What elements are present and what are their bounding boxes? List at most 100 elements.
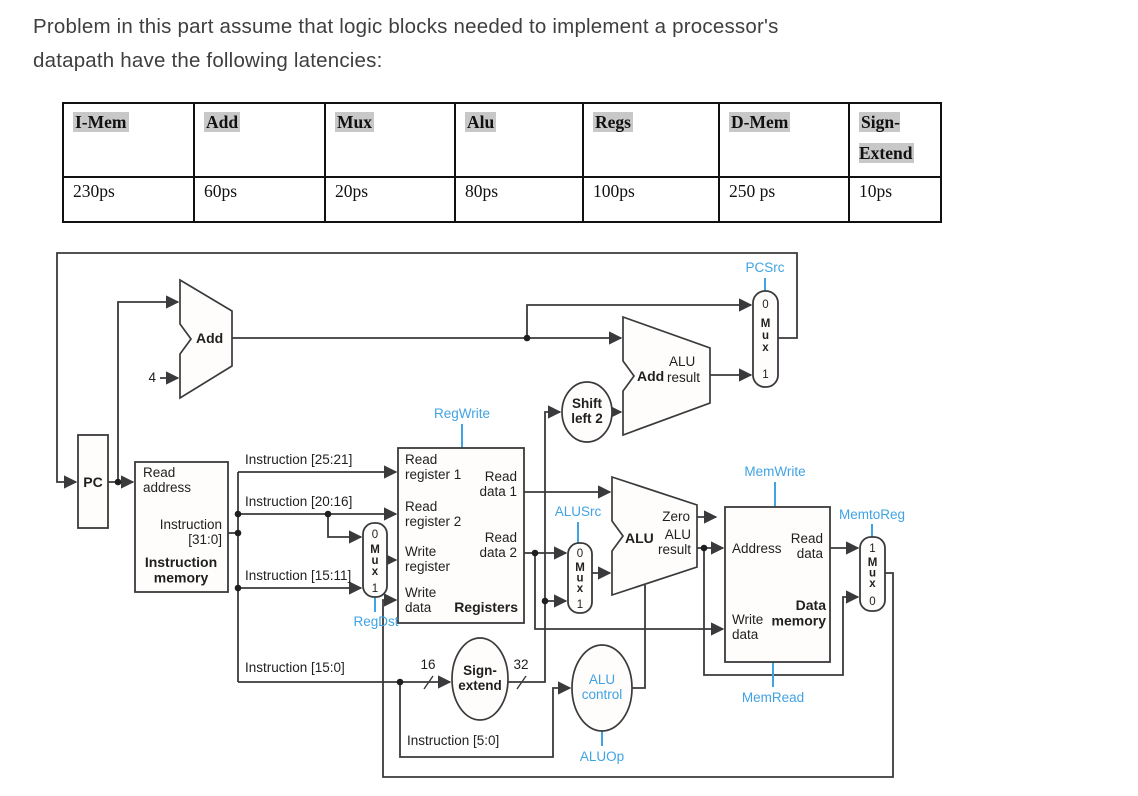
regdst-mux-top: 0 bbox=[372, 529, 378, 541]
alusrc-mux-bottom: 1 bbox=[577, 599, 583, 611]
pcsrc-mux-top: 0 bbox=[762, 299, 768, 311]
branch-add-adder bbox=[622, 315, 711, 437]
instr-15-11-label: Instruction [15:11] bbox=[245, 568, 351, 583]
aluop-signal-label: ALUOp bbox=[580, 749, 624, 764]
junction-dot bbox=[234, 529, 242, 537]
branch-add-label: Add bbox=[637, 368, 664, 384]
instr-25-21-label: Instruction [25:21] bbox=[245, 452, 352, 467]
header-cell-add: Add bbox=[193, 102, 326, 178]
junction-dot bbox=[541, 597, 549, 605]
regwrite-signal-label: RegWrite bbox=[434, 406, 490, 421]
memtoreg-mux-top: 1 bbox=[869, 543, 875, 555]
shift-left-2-unit bbox=[561, 381, 613, 443]
registers-file bbox=[397, 447, 525, 624]
memread-signal-label: MemRead bbox=[742, 690, 804, 705]
header-cell-dmem: D-Mem bbox=[718, 102, 850, 178]
main-alu bbox=[611, 475, 698, 597]
wire-readdata2-to-dmem-writedata bbox=[534, 553, 725, 636]
header-cell-signextend: Sign-Extend bbox=[848, 102, 942, 178]
junction-dot bbox=[523, 334, 531, 342]
pc-register bbox=[77, 434, 109, 529]
value-cell-mux: 20ps bbox=[324, 176, 456, 223]
value-cell-dmem: 250 ps bbox=[718, 176, 850, 223]
value-cell-imem: 230ps bbox=[62, 176, 195, 223]
problem-statement-line1: Problem in this part assume that logic b… bbox=[33, 15, 779, 38]
data-memory bbox=[724, 506, 831, 663]
alu-result-label2: result bbox=[658, 542, 691, 557]
alu-zero-label: Zero bbox=[662, 509, 690, 524]
pcsrc-signal-label: PCSrc bbox=[745, 260, 784, 275]
header-cell-mux: Mux bbox=[324, 102, 456, 178]
pc-label: PC bbox=[83, 474, 102, 490]
junction-dot bbox=[324, 510, 332, 518]
branch-add-result-label: result bbox=[667, 370, 700, 385]
alu-control-unit bbox=[571, 644, 633, 732]
junction-dot bbox=[234, 510, 242, 518]
junction-dot bbox=[234, 584, 242, 592]
control-lines bbox=[374, 278, 873, 746]
wire-alucontrol-to-alu bbox=[632, 585, 646, 689]
wire-junctions bbox=[114, 334, 708, 686]
alusrc-mux bbox=[567, 542, 593, 614]
regdst-mux-bottom: 1 bbox=[372, 583, 378, 595]
latency-table: I-Mem Add Mux Alu Regs D-Mem Sign-Extend… bbox=[62, 102, 942, 223]
wire-instr50-to-alucontrol bbox=[399, 681, 572, 758]
header-cell-imem: I-Mem bbox=[62, 102, 195, 178]
wire-signextend-to-shiftleft2 bbox=[508, 405, 562, 683]
bitwidth-slash-32 bbox=[516, 675, 527, 690]
alu-label: ALU bbox=[625, 530, 654, 546]
value-cell-alu: 80ps bbox=[454, 176, 584, 223]
bitwidth-32-label: 32 bbox=[513, 657, 528, 672]
value-cell-add: 60ps bbox=[193, 176, 326, 223]
wire-instr2016-to-regdst-mux0 bbox=[327, 514, 363, 544]
instr-5-0-label: Instruction [5:0] bbox=[407, 733, 499, 748]
branch-add-alu-label: ALU bbox=[669, 354, 695, 369]
value-cell-regs: 100ps bbox=[582, 176, 720, 223]
wire-aluresult-to-memtoreg-mux0 bbox=[703, 548, 860, 676]
problem-statement: Problem in this part assume that logic b… bbox=[33, 10, 1113, 78]
junction-dot bbox=[700, 544, 708, 552]
alusrc-mux-top: 0 bbox=[577, 548, 583, 560]
latency-table-value-row: 230ps 60ps 20ps 80ps 100ps 250 ps 10ps bbox=[62, 176, 942, 223]
regdst-mux bbox=[362, 522, 388, 598]
junction-dot bbox=[531, 549, 539, 557]
memtoreg-signal-label: MemtoReg bbox=[839, 507, 905, 522]
wire-pc-to-add bbox=[117, 295, 180, 482]
junction-dot bbox=[114, 478, 122, 486]
latency-table-header-row: I-Mem Add Mux Alu Regs D-Mem Sign-Extend bbox=[62, 102, 942, 178]
pcsrc-mux bbox=[752, 290, 779, 388]
wire-pcsrc-mux-to-pc bbox=[56, 252, 798, 489]
sign-extend-unit bbox=[451, 637, 509, 721]
junction-dot bbox=[396, 678, 404, 686]
dmem-address-label: Address bbox=[732, 541, 782, 556]
imem-instruction-out-label: Instruction[31:0] bbox=[160, 517, 222, 547]
value-cell-signextend: 10ps bbox=[848, 176, 942, 223]
memtoreg-mux-bottom: 0 bbox=[869, 596, 875, 608]
alu-result-label1: ALU bbox=[665, 527, 691, 542]
regdst-signal-label: RegDst bbox=[353, 614, 398, 629]
bitwidth-16-label: 16 bbox=[420, 657, 435, 672]
problem-statement-line2: datapath have the following latencies: bbox=[33, 49, 383, 72]
wire-memtoreg-mux-to-writedata bbox=[382, 572, 894, 778]
instr-20-16-label: Instruction [20:16] bbox=[245, 494, 352, 509]
header-cell-alu: Alu bbox=[454, 102, 584, 178]
bitwidth-slash-16 bbox=[423, 675, 434, 690]
